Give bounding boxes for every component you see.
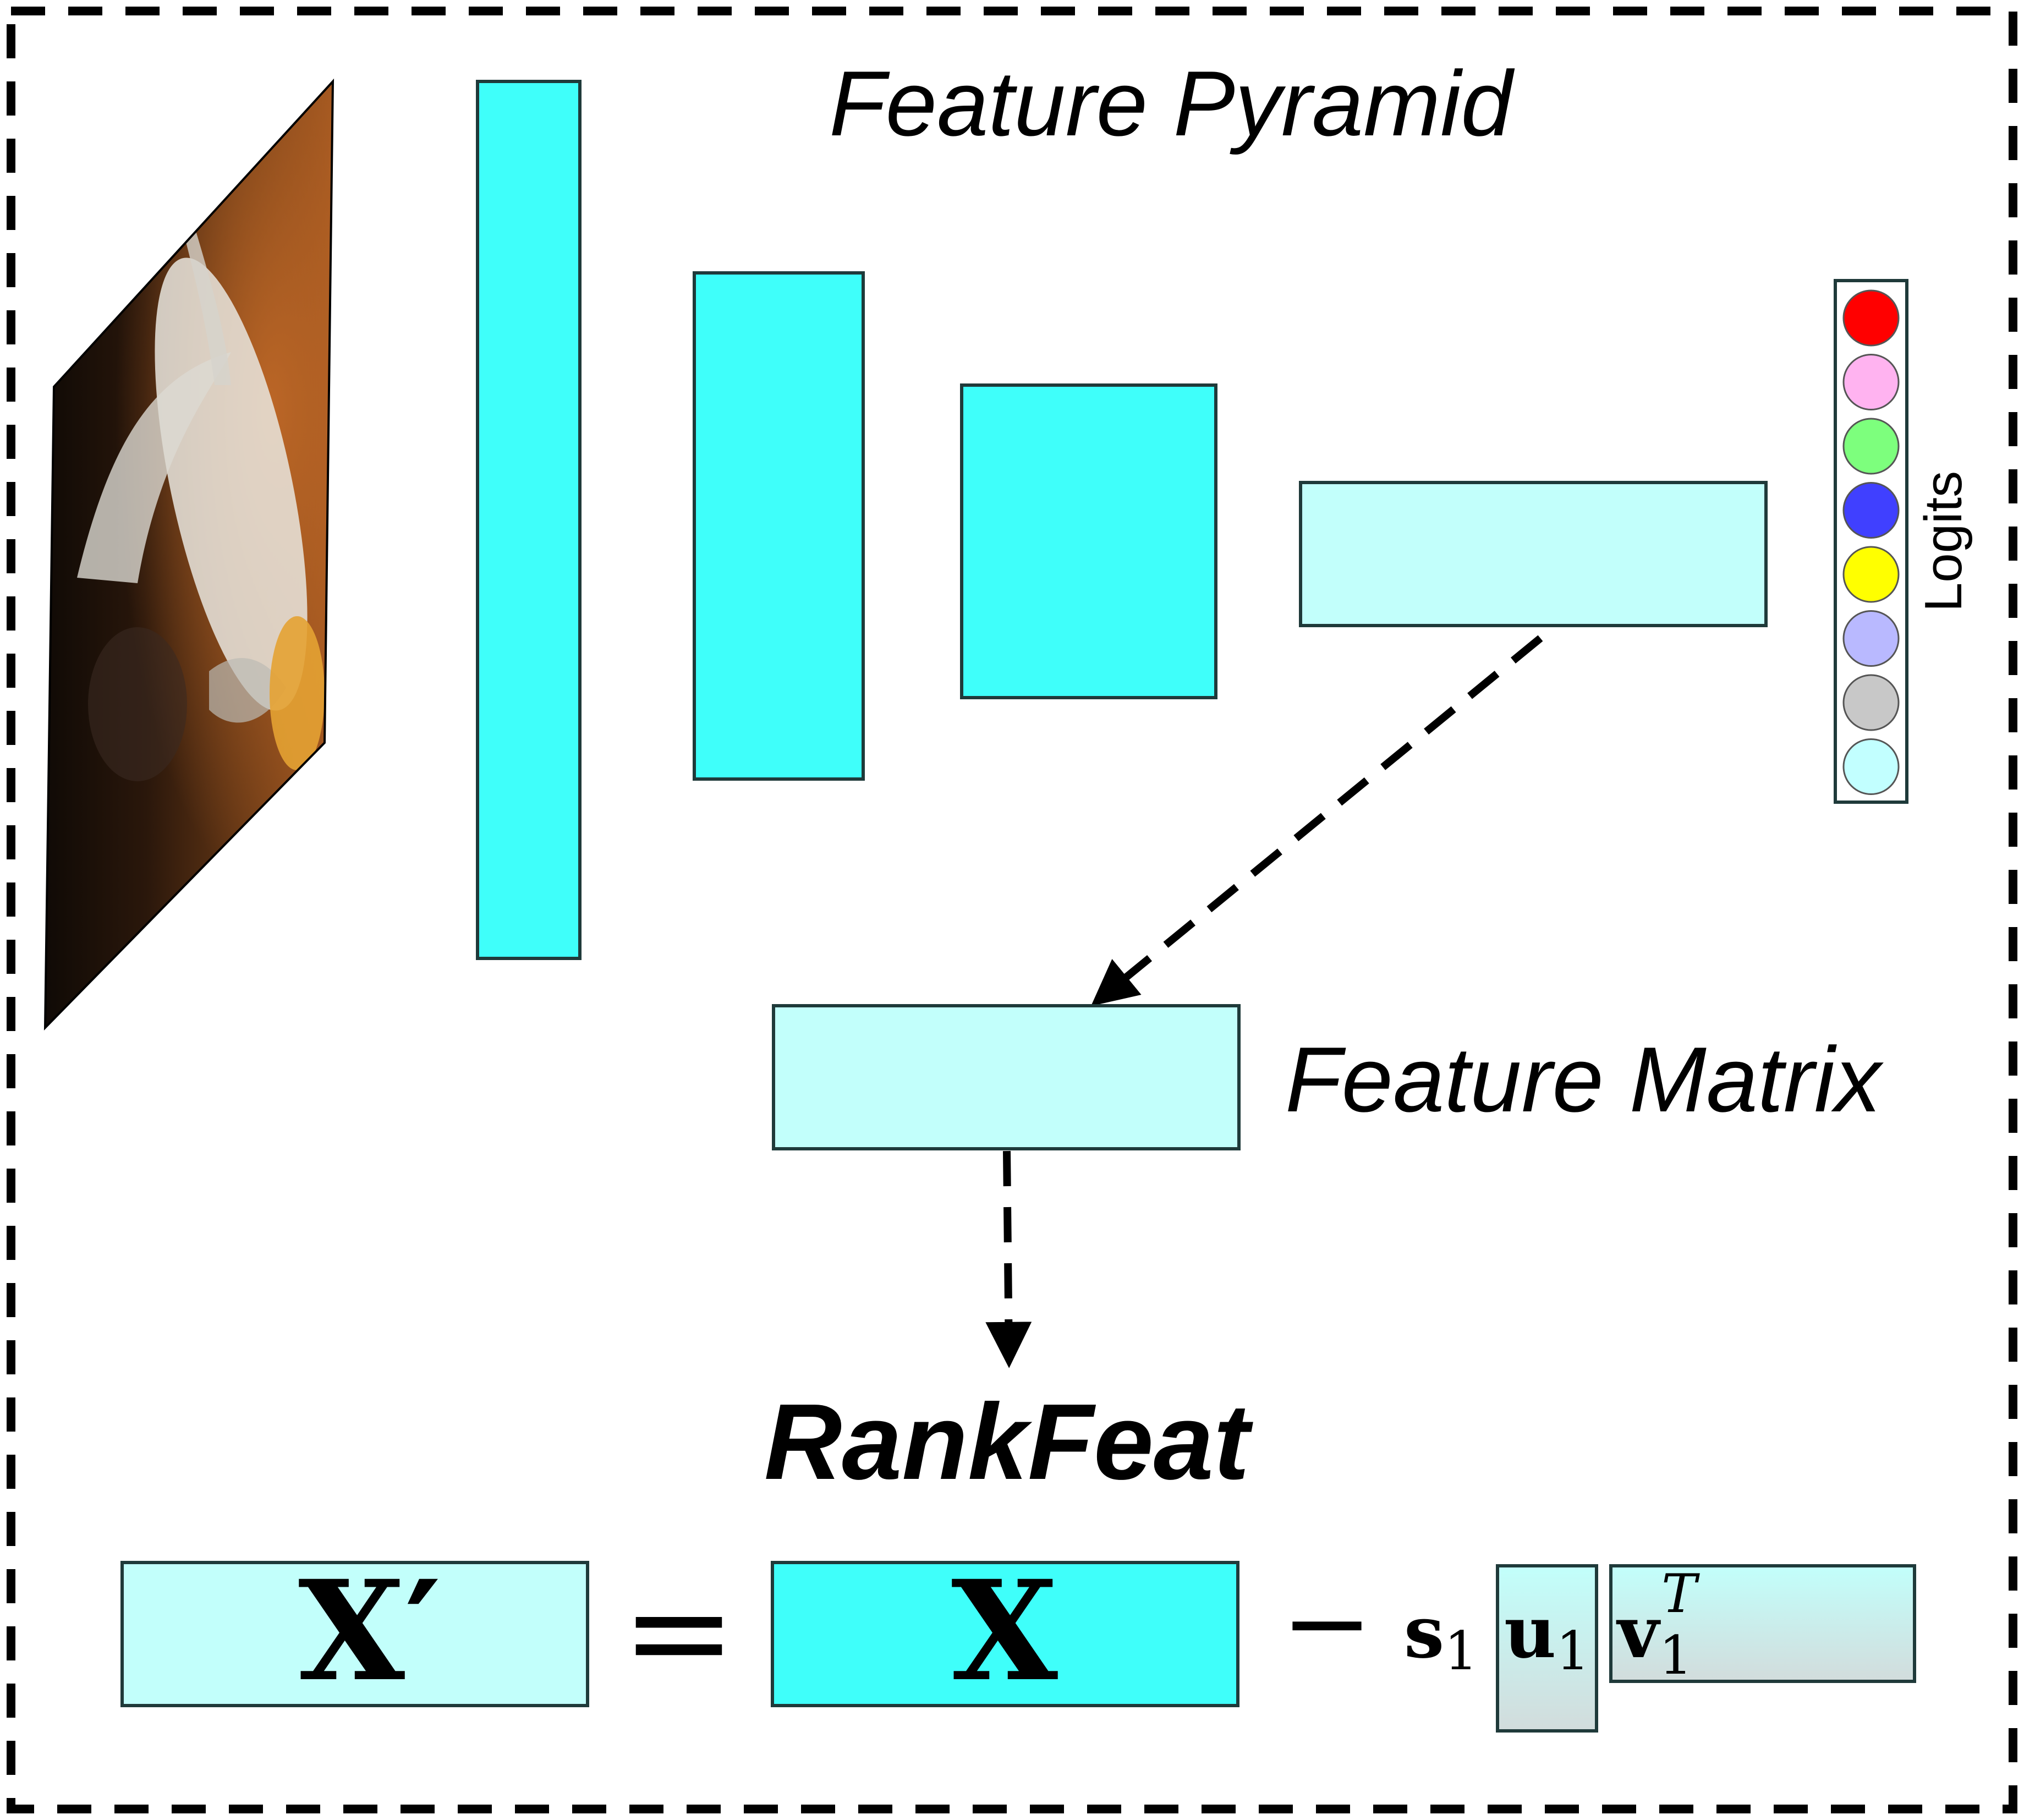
v-letter: v: [1616, 1590, 1661, 1674]
equals-sign: =: [621, 1552, 736, 1712]
logit-dot: [1842, 674, 1900, 731]
s-subscript: 1: [1444, 1620, 1478, 1682]
v1t-box: [1609, 1564, 1916, 1683]
feature-matrix-box: [772, 1004, 1241, 1150]
feature-map-2: [693, 271, 865, 781]
diagram-title: Feature Pyramid: [829, 52, 1515, 155]
u1-symbol: u1: [1504, 1590, 1590, 1682]
feature-map-4: [1299, 481, 1768, 627]
minus-sign: −: [1281, 1559, 1373, 1687]
input-image: [45, 81, 333, 1028]
logit-dot: [1842, 546, 1900, 603]
u-subscript: 1: [1556, 1620, 1590, 1682]
arrow-to-rankfeat: [985, 1150, 1032, 1368]
logits-dots: [1842, 289, 1900, 795]
x-prime-symbol: X′: [298, 1550, 441, 1712]
logit-dot: [1842, 418, 1900, 475]
logit-dot: [1842, 289, 1900, 347]
s1-symbol: s1: [1404, 1590, 1478, 1682]
v-subscript: 1: [1659, 1625, 1693, 1686]
method-name: RankFeat: [764, 1382, 1253, 1502]
logit-dot: [1842, 354, 1900, 410]
v1t-symbol: v1T: [1616, 1563, 1700, 1686]
u-letter: u: [1504, 1590, 1556, 1674]
input-image-frame: [43, 78, 334, 1030]
feature-map-1: [476, 80, 582, 960]
logit-dot: [1842, 738, 1900, 795]
logit-dot: [1842, 482, 1900, 539]
logit-dot: [1842, 610, 1900, 667]
feature-map-3: [960, 383, 1217, 699]
v-superscript: T: [1661, 1563, 1700, 1625]
x-symbol: X: [951, 1550, 1058, 1712]
s-letter: s: [1404, 1590, 1444, 1674]
x-prime-box: [120, 1561, 589, 1707]
logits-label: Logits: [1914, 471, 1973, 612]
feature-matrix-label: Feature Matrix: [1285, 1028, 1884, 1131]
arrow-to-feature-matrix: [1090, 635, 1543, 1006]
u1-box: [1496, 1564, 1598, 1733]
dashed-border: [7, 7, 2017, 1813]
x-box: [771, 1561, 1239, 1707]
